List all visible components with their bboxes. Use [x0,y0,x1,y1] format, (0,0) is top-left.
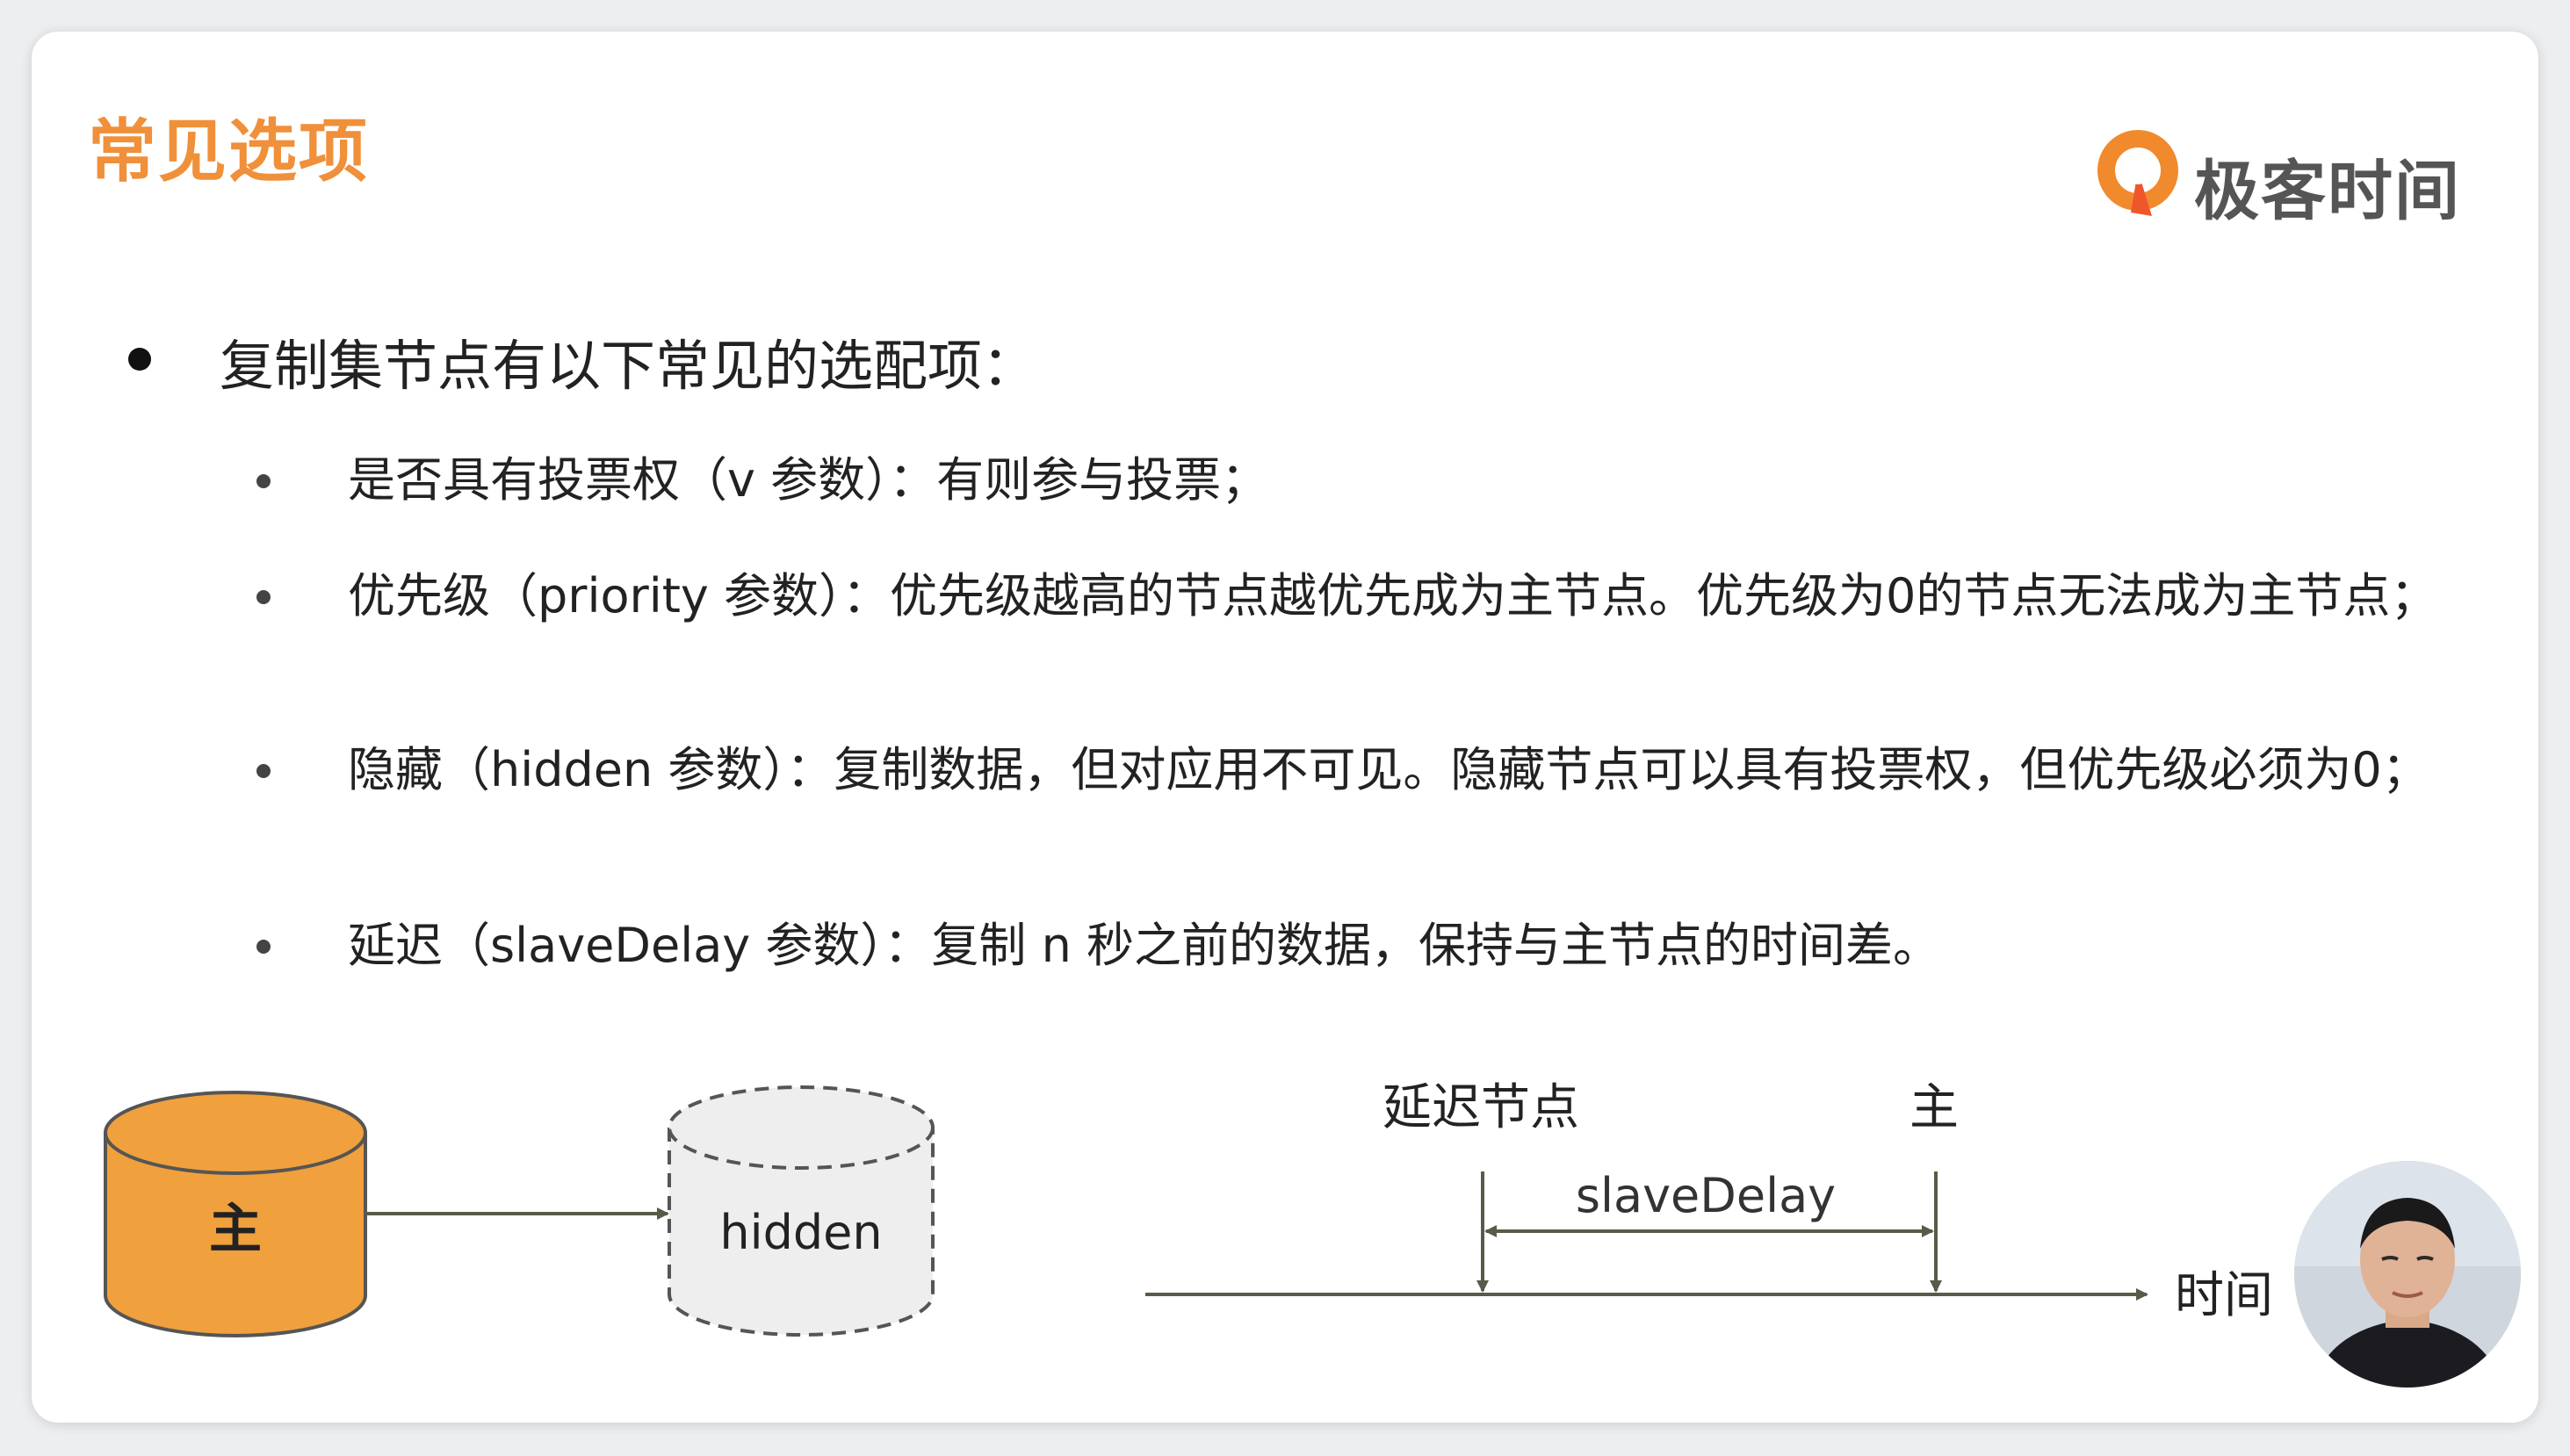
presenter-avatar [2294,1161,2521,1388]
bullet-dot [256,590,271,604]
sub-bullet-text: 延迟（slaveDelay 参数）：复制 n 秒之前的数据，保持与主节点的时间差… [348,918,1940,973]
sub-bullet-text: 隐藏（hidden 参数）：复制数据，但对应用不可见。隐藏节点可以具有投票权，但… [348,742,2429,797]
sub-bullet-text: 是否具有投票权（v 参数）：有则参与投票； [348,452,1269,508]
presenter-image [2294,1161,2521,1388]
main-bullet-text: 复制集节点有以下常见的选配项： [220,334,1037,398]
bullet-dot [128,348,151,371]
time-axis-label: 时间 [2175,1267,2273,1324]
bullet-dot [256,764,271,778]
hidden-database: hidden [668,1085,935,1337]
bullet-dot [256,474,271,488]
bullet-dot [256,940,271,954]
primary-db-label: 主 [209,1199,262,1260]
delayed-node-label: 延迟节点 [1382,1079,1579,1136]
slide: 常见选项 极客时间 复制集节点有以下常见的选配项： 是否具有投票权（v 参数）：… [32,32,2538,1423]
primary-marker-label: 主 [1909,1079,1959,1136]
primary-database: 主 [104,1091,367,1337]
brand-name: 极客时间 [2194,154,2461,229]
sub-bullet-text: 优先级（priority 参数）：优先级越高的节点越优先成为主节点。优先级为0的… [348,568,2438,623]
geektime-logo-icon [2097,130,2178,216]
hidden-db-label: hidden [719,1205,882,1260]
page-title: 常见选项 [88,112,370,191]
delay-timeline: 延迟节点 主 slaveDelay 时间 [1145,1079,2273,1324]
slave-delay-label: slaveDelay [1576,1168,1836,1223]
